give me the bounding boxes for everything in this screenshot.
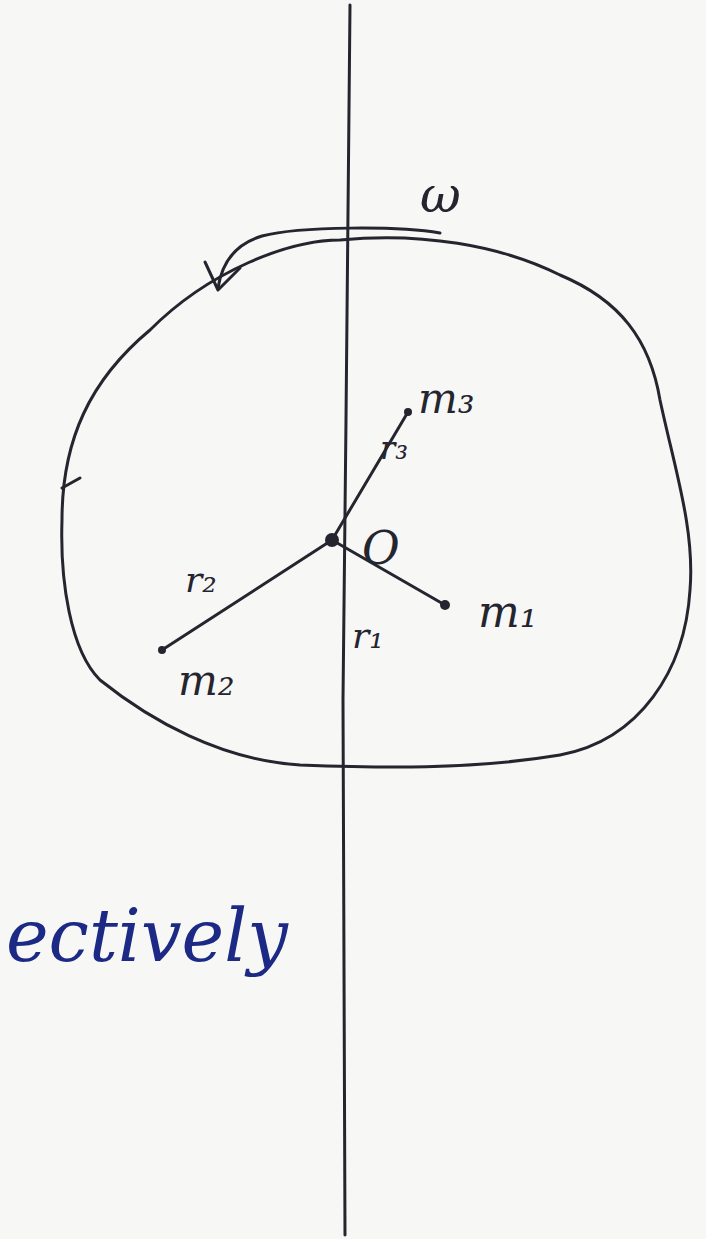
radius-label: r₃ bbox=[380, 432, 408, 464]
mass-label: m₃ bbox=[418, 378, 475, 420]
note-text: ectively bbox=[6, 900, 288, 972]
mass-point bbox=[404, 408, 412, 416]
body-outline bbox=[62, 238, 691, 767]
edge-mark bbox=[62, 478, 80, 488]
mass-point bbox=[440, 600, 450, 610]
origin-label: O bbox=[362, 525, 400, 571]
rotation-axis bbox=[343, 5, 350, 1235]
rotation-arrow bbox=[218, 228, 440, 288]
radius-line bbox=[162, 540, 332, 650]
mass-label: m₂ bbox=[178, 660, 235, 702]
radius-label: r₁ bbox=[352, 618, 384, 654]
origin-point bbox=[325, 533, 339, 547]
arrow-head bbox=[205, 262, 240, 290]
mass-label: m₁ bbox=[478, 590, 537, 634]
mass-point bbox=[158, 646, 166, 654]
radius-line bbox=[332, 412, 408, 540]
angular-velocity-label: ω bbox=[420, 170, 461, 220]
radius-label: r₂ bbox=[185, 562, 217, 598]
